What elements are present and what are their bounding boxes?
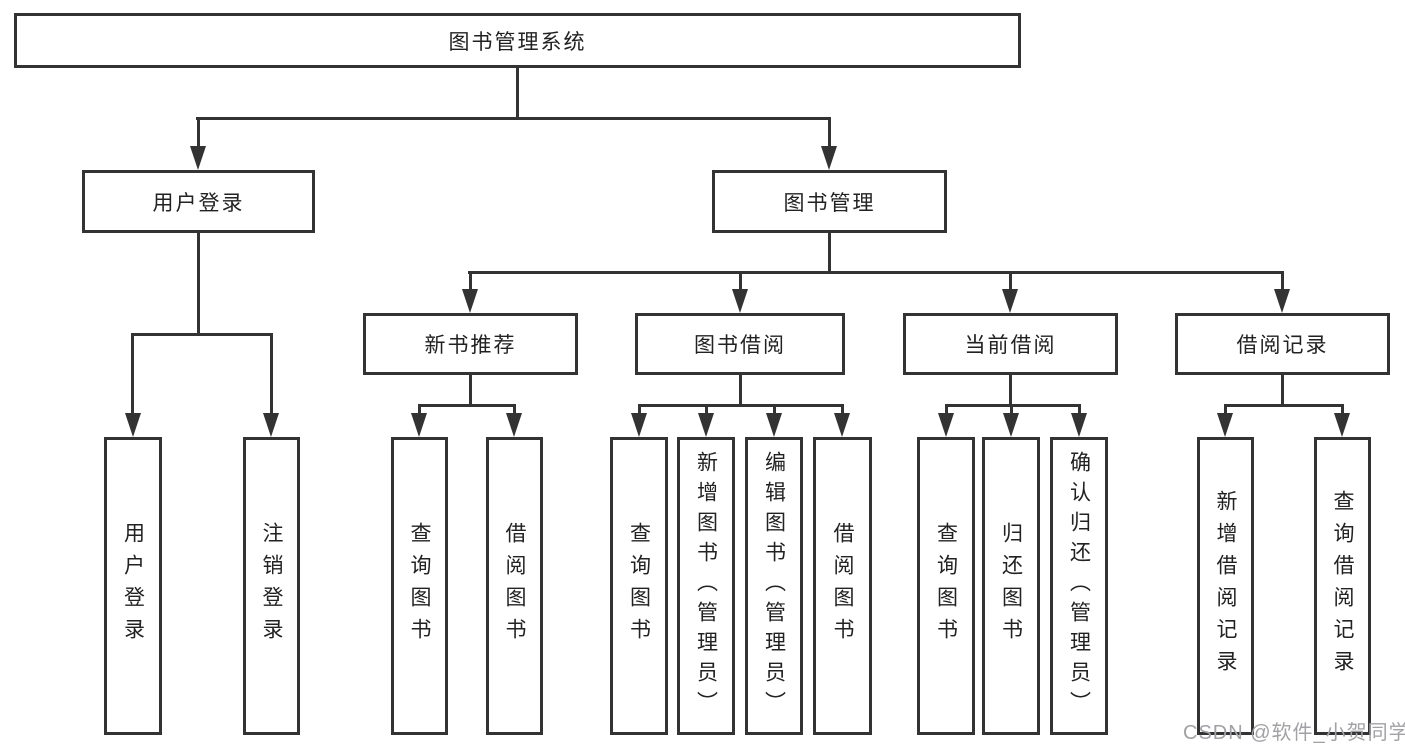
connector-leaf-drop	[418, 404, 421, 415]
arrow-down-icon	[631, 413, 647, 437]
node-book-management-label: 图书管理	[783, 191, 876, 215]
leaf-confirm-return-admin: 确认归还（管理员）	[1050, 437, 1108, 735]
node-user-login-label: 用户登录	[152, 191, 245, 215]
arrow-down-icon	[766, 413, 782, 437]
node-book-borrowing: 图书借阅	[635, 313, 845, 375]
leaf-add-borrow-record: 新增借阅记录	[1197, 437, 1254, 735]
leaf-user-login-label: 用户登录	[121, 522, 145, 650]
connector-recommend-stem	[469, 375, 472, 406]
arrow-down-icon	[732, 289, 748, 313]
connector-user-login-stem	[197, 233, 200, 334]
leaf-borrow-books-borrowing-label: 借阅图书	[831, 522, 854, 650]
arrow-down-icon	[1334, 413, 1350, 437]
leaf-logout-label: 注销登录	[260, 522, 283, 650]
leaf-query-books-current-label: 查询图书	[934, 522, 958, 650]
connector-recommend-branch	[418, 404, 516, 407]
connector-drop-borrowing-records	[1281, 271, 1284, 291]
leaf-user-login: 用户登录	[104, 437, 162, 735]
connector-leaf-drop	[773, 404, 776, 415]
arrow-down-icon	[1274, 289, 1290, 313]
arrow-down-icon	[1003, 413, 1019, 437]
leaf-query-borrow-record-label: 查询借阅记录	[1331, 490, 1354, 682]
leaf-query-books-borrowing-label: 查询图书	[627, 522, 651, 650]
node-borrowing-records-label: 借阅记录	[1236, 334, 1329, 357]
arrow-down-icon	[834, 413, 850, 437]
arrow-down-icon	[411, 413, 427, 437]
connector-user-login-branch	[131, 333, 273, 336]
connector-level3-branch	[468, 271, 1283, 274]
connector-current-stem	[1009, 375, 1012, 406]
leaf-query-books-current: 查询图书	[917, 437, 975, 735]
arrow-down-icon	[125, 413, 141, 437]
node-book-management: 图书管理	[712, 170, 947, 233]
connector-leaf-drop	[1010, 404, 1013, 415]
leaf-query-books-borrowing: 查询图书	[610, 437, 668, 735]
connector-drop-leaf-logout	[270, 333, 273, 415]
node-current-borrowing: 当前借阅	[903, 313, 1118, 375]
node-user-login: 用户登录	[82, 170, 315, 233]
node-library-system-label: 图书管理系统	[448, 30, 587, 54]
arrow-down-icon	[1217, 413, 1233, 437]
leaf-add-borrow-record-label: 新增借阅记录	[1214, 490, 1237, 682]
connector-records-branch	[1224, 404, 1343, 407]
connector-leaf-drop	[1224, 404, 1227, 415]
node-new-book-recommend: 新书推荐	[363, 313, 578, 375]
connector-leaf-drop	[638, 404, 641, 415]
connector-drop-book-borrowing	[739, 271, 742, 291]
arrow-down-icon	[1071, 413, 1087, 437]
node-borrowing-records: 借阅记录	[1175, 313, 1390, 375]
node-new-book-recommend-label: 新书推荐	[424, 334, 517, 357]
arrow-down-icon	[506, 413, 522, 437]
connector-drop-book-management	[828, 117, 831, 148]
leaf-add-book-admin: 新增图书（管理员）	[677, 437, 735, 735]
leaf-query-borrow-record: 查询借阅记录	[1314, 437, 1371, 735]
leaf-add-book-admin-label: 新增图书（管理员）	[694, 451, 718, 721]
arrow-down-icon	[190, 146, 206, 170]
connector-book-management-stem	[828, 233, 831, 273]
leaf-borrow-books-borrowing: 借阅图书	[813, 437, 872, 735]
connector-root-stem	[516, 67, 519, 118]
arrow-down-icon	[462, 289, 478, 313]
leaf-return-books: 归还图书	[982, 437, 1040, 735]
connector-borrowing-stem	[739, 375, 742, 406]
leaf-return-books-label: 归还图书	[999, 522, 1023, 650]
connector-root-branch	[196, 117, 831, 120]
connector-drop-user-login	[197, 117, 200, 148]
arrow-down-icon	[938, 413, 954, 437]
connector-leaf-drop	[945, 404, 948, 415]
leaf-borrow-books-recommend: 借阅图书	[486, 437, 543, 735]
leaf-logout: 注销登录	[243, 437, 300, 735]
connector-leaf-drop	[1341, 404, 1344, 415]
connector-leaf-drop	[841, 404, 844, 415]
connector-borrowing-branch	[638, 404, 844, 407]
connector-leaf-drop	[513, 404, 516, 415]
node-library-system: 图书管理系统	[14, 13, 1021, 68]
connector-drop-new-book-recommend	[469, 271, 472, 291]
arrow-down-icon	[1002, 289, 1018, 313]
arrow-down-icon	[698, 413, 714, 437]
watermark: CSDN @软件_小贺同学	[1183, 722, 1405, 744]
connector-drop-current-borrowing	[1009, 271, 1012, 291]
leaf-confirm-return-admin-label: 确认归还（管理员）	[1067, 451, 1091, 721]
connector-drop-leaf-user-login	[131, 333, 134, 415]
node-current-borrowing-label: 当前借阅	[964, 334, 1057, 357]
connector-leaf-drop	[705, 404, 708, 415]
leaf-edit-book-admin-label: 编辑图书（管理员）	[762, 451, 786, 721]
arrow-down-icon	[821, 146, 837, 170]
connector-records-stem	[1281, 375, 1284, 406]
node-book-borrowing-label: 图书借阅	[694, 334, 786, 357]
arrow-down-icon	[263, 413, 279, 437]
leaf-query-books-recommend-label: 查询图书	[408, 522, 431, 650]
leaf-borrow-books-recommend-label: 借阅图书	[503, 522, 526, 650]
leaf-edit-book-admin: 编辑图书（管理员）	[745, 437, 803, 735]
connector-leaf-drop	[1078, 404, 1081, 415]
leaf-query-books-recommend: 查询图书	[391, 437, 448, 735]
